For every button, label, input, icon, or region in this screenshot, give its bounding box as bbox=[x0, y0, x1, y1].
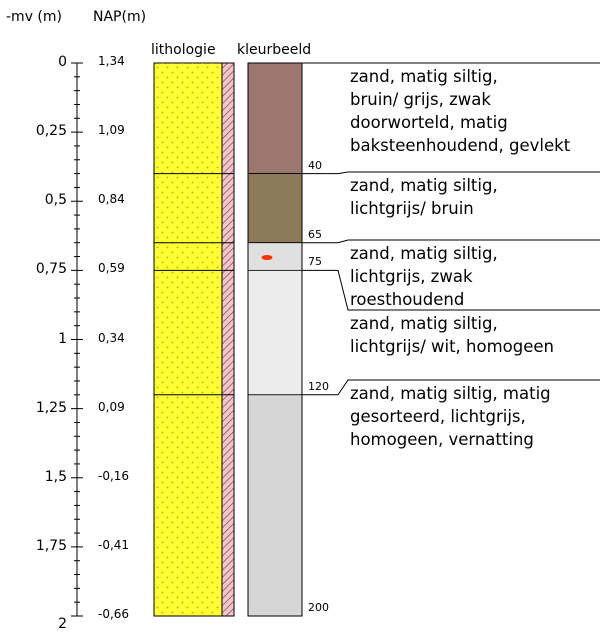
nap-tick-label: 0,09 bbox=[98, 399, 125, 414]
leader-line bbox=[302, 269, 600, 311]
lithologie-dot-pattern bbox=[154, 63, 222, 616]
nap-tick-label: 0,84 bbox=[98, 192, 125, 207]
nap-tick-label: -0,66 bbox=[98, 607, 130, 621]
roest-mottle bbox=[261, 255, 273, 261]
mv-tick-label: 0,75 bbox=[35, 261, 67, 278]
layer-description: zand, matig siltig, matig gesorteerd, li… bbox=[350, 384, 551, 449]
leader-line bbox=[302, 171, 600, 175]
layer-description: zand, matig siltig, lichtgrijs, zwak roe… bbox=[350, 244, 498, 309]
layer-description: zand, matig siltig, lichtgrijs/ wit, hom… bbox=[350, 314, 554, 356]
boundary-depth-label: 120 bbox=[308, 379, 329, 393]
mv-tick-label: 1 bbox=[58, 330, 67, 347]
nap-tick-label: 0,59 bbox=[98, 261, 125, 276]
mv-tick-label: 0,5 bbox=[44, 192, 67, 209]
kleurbeeld-layer-1 bbox=[247, 62, 303, 174]
leader-line bbox=[302, 239, 600, 244]
kleurbeeld-layer-3 bbox=[247, 242, 303, 271]
lithologie-hatched-strip bbox=[221, 62, 235, 617]
mv-tick-label: 1,5 bbox=[44, 468, 67, 485]
boundary-depth-label: 65 bbox=[308, 227, 322, 241]
leader-line bbox=[302, 379, 600, 396]
lithologie-column bbox=[153, 62, 235, 617]
kleurbeeld-outline bbox=[247, 62, 303, 617]
kleurbeeld-layer-4 bbox=[247, 269, 303, 396]
lithologie-header: lithologie bbox=[151, 42, 216, 58]
nap-tick-label: -0,41 bbox=[98, 537, 130, 552]
depth-axis bbox=[71, 62, 83, 617]
mv-tick-label: 2 bbox=[58, 616, 67, 632]
mv-tick-label: 0 bbox=[58, 54, 67, 70]
layer-description: zand, matig siltig, bruin/ grijs, zwak d… bbox=[350, 67, 571, 155]
mv-axis-title: -mv (m) bbox=[6, 9, 62, 25]
nap-tick-label: 1,34 bbox=[98, 54, 125, 68]
boundary-depth-label: 75 bbox=[308, 255, 322, 269]
kleurbeeld-layer-2 bbox=[247, 173, 303, 244]
mv-tick-label: 1,25 bbox=[35, 399, 67, 416]
mv-tick-label: 1,75 bbox=[35, 537, 67, 554]
boundary-depth-label: 40 bbox=[308, 158, 322, 172]
kleurbeeld-layer-5 bbox=[247, 394, 303, 617]
layer-description: zand, matig siltig, lichtgrijs/ bruin bbox=[350, 176, 498, 218]
kleurbeeld-column bbox=[247, 62, 303, 617]
nap-tick-label: 1,09 bbox=[98, 123, 125, 138]
nap-tick-label: 0,34 bbox=[98, 330, 125, 345]
mv-tick-label: 0,25 bbox=[35, 123, 67, 140]
description-leaders bbox=[302, 62, 600, 396]
nap-tick-label: -0,16 bbox=[98, 468, 130, 483]
nap-axis-title: NAP(m) bbox=[93, 9, 147, 25]
boundary-depth-label: 200 bbox=[308, 601, 329, 614]
kleurbeeld-header: kleurbeeld bbox=[237, 42, 312, 58]
